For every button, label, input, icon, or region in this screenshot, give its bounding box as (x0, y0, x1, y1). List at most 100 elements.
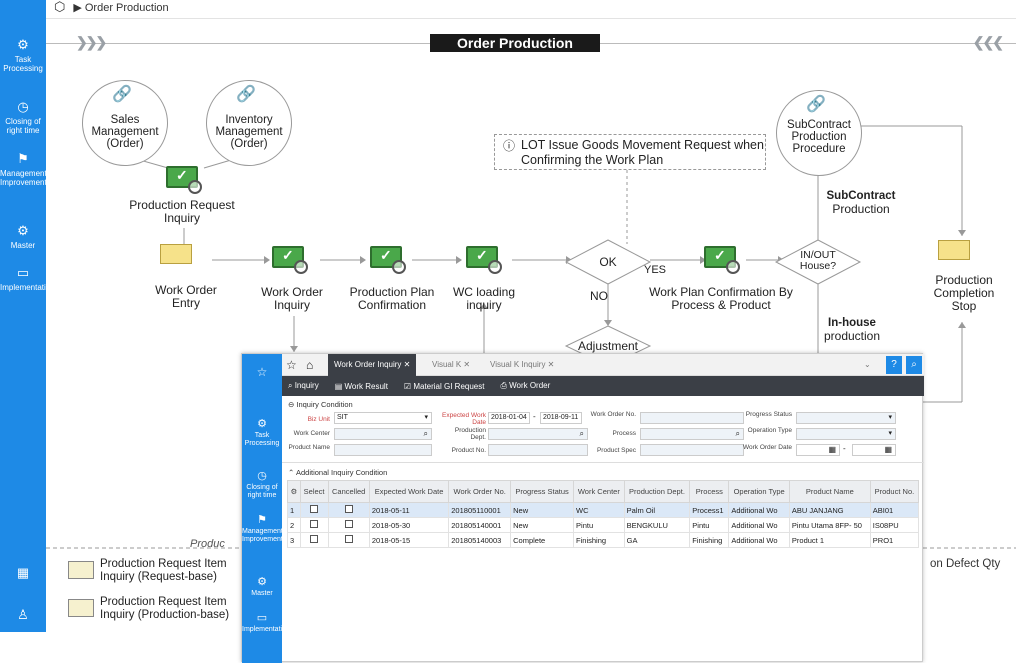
window-sidebar-implementation[interactable]: ▭Implementation (242, 612, 290, 633)
search-icon: ⌕ (579, 429, 584, 438)
table-row[interactable]: 2 2018-05-30 201805140001 New Pintu BENG… (287, 517, 920, 533)
monitor-check-icon (370, 246, 406, 276)
lot-issue-note: ⓘ LOT Issue Goods Movement Request when … (494, 134, 766, 170)
production-request-inquiry[interactable]: Production Request Inquiry (129, 198, 235, 225)
chevron-down-icon[interactable]: ⌄ (864, 360, 871, 369)
work-plan-confirmation[interactable]: Work Plan Confirmation By Process & Prod… (649, 285, 793, 312)
operation-type-select[interactable]: ▾ (796, 428, 896, 440)
monitor-icon: ▭ (16, 265, 30, 280)
work-order-no-field[interactable] (640, 412, 744, 424)
sidebar-item-management[interactable]: ⚑Management Improvement (0, 151, 47, 188)
product-no-label: Product No. (451, 447, 486, 454)
work-order-entry[interactable]: Work Order Entry (155, 283, 217, 310)
product-name-label: Product Name (288, 444, 330, 451)
home-icon[interactable]: ⌂ (306, 358, 314, 372)
sidebar-item-implementation[interactable]: ▭Implementation (0, 265, 55, 293)
inout-house-decision: IN/OUT House? (799, 249, 837, 272)
product-name-field[interactable] (334, 444, 432, 456)
col-select[interactable]: Select (299, 480, 329, 503)
production-dept-field[interactable]: ⌕ (488, 428, 588, 440)
star-icon[interactable]: ☆ (286, 358, 297, 372)
gear-icon: ⚙ (17, 37, 29, 52)
gear-badge-icon: ⚙ (17, 223, 29, 238)
window-sidebar-management[interactable]: ⚑Management Improvement (242, 514, 283, 543)
window-sidebar-master[interactable]: ⚙Master (242, 576, 282, 598)
work-order-date-to[interactable]: ▦ (852, 444, 896, 456)
inhouse-title: In-house (828, 317, 876, 329)
tab-work-order-inquiry[interactable]: Work Order Inquiry ✕ (328, 354, 417, 376)
grid-icon[interactable]: ▦ (16, 565, 30, 580)
cancelled-checkbox[interactable] (327, 517, 370, 533)
user-icon[interactable]: ♙ (17, 607, 29, 622)
inventory-management-node[interactable]: Inventory Management (Order) (206, 80, 292, 166)
wc-loading-inquiry[interactable]: WC loading inquiry (452, 285, 516, 312)
monitor-check-icon (704, 246, 740, 276)
cancelled-checkbox[interactable] (327, 502, 370, 518)
tab-visual-k-inquiry[interactable]: Visual K Inquiry ✕ (490, 360, 555, 369)
inquiry-button[interactable]: ⌕ Inquiry (288, 381, 319, 390)
work-order-inquiry[interactable]: Work Order Inquiry (261, 285, 323, 312)
tab-visual-k[interactable]: Visual K ✕ (432, 360, 471, 369)
col-process[interactable]: Process (689, 480, 730, 503)
breadcrumb: ⬡ ▶ Order Production (54, 0, 169, 14)
table-row[interactable]: 1 2018-05-11 201805110001 New WC Palm Oi… (287, 502, 920, 518)
col-work-center[interactable]: Work Center (573, 480, 625, 503)
production-dept-label: Production Dept. (454, 427, 486, 441)
chain-link-icon: 🔗 (806, 96, 826, 113)
work-center-label: Work Center (293, 430, 330, 437)
col-product-name[interactable]: Product Name (788, 480, 871, 503)
work-order-button[interactable]: ⎙ Work Order (500, 381, 551, 390)
work-center-field[interactable]: ⌕ (334, 428, 432, 440)
sidebar-item-closing[interactable]: ◷Closing of right time (0, 100, 46, 136)
work-order-no-label: Work Order No. (590, 411, 636, 418)
additional-condition-header[interactable]: ⌃ Additional Inquiry Condition (288, 468, 388, 477)
expected-work-date-label: Expected Work Date (442, 412, 486, 426)
col-operation-type[interactable]: Operation Type (728, 480, 790, 503)
date-from-field[interactable]: 2018-01-04 (488, 412, 530, 424)
cube-icon: ⬡ (54, 0, 66, 14)
sales-management-node[interactable]: Sales Management (Order) (82, 80, 168, 166)
search-icon: ⌕ (735, 429, 740, 438)
date-range-dash: - (843, 444, 846, 453)
progress-status-select[interactable]: ▾ (796, 412, 896, 424)
clock-icon: ◷ (257, 470, 267, 482)
date-range-dash: - (533, 412, 536, 421)
production-plan-confirmation[interactable]: Production Plan Confirmation (349, 285, 435, 312)
table-row[interactable]: 3 2018-05-15 201805140003 Complete Finis… (287, 532, 920, 548)
production-completion-stop[interactable]: Production Completion Stop (933, 273, 995, 313)
defect-qty-partial[interactable]: on Defect Qty (930, 558, 1001, 570)
subcontract-procedure-node[interactable]: SubContract Production Procedure (776, 90, 862, 176)
col-progress-status[interactable]: Progress Status (510, 480, 575, 503)
select-checkbox[interactable] (299, 532, 329, 548)
search-icon[interactable]: ⌕ (906, 356, 922, 374)
date-to-field[interactable]: 2018-09-11 (540, 412, 582, 424)
material-gi-request-button[interactable]: ☑ Material GI Request (403, 381, 485, 391)
monitor-check-icon (272, 246, 308, 276)
help-icon[interactable]: ? (886, 356, 902, 374)
settings-icon[interactable]: ⚙ (287, 480, 301, 503)
monitor-check-icon (166, 166, 202, 196)
window-sidebar-task[interactable]: ⚙Task Processing (242, 418, 282, 448)
divider (46, 18, 1016, 19)
sidebar-item-master[interactable]: ⚙Master (0, 223, 46, 251)
work-result-button[interactable]: ▤ Work Result (334, 381, 388, 391)
biz-unit-select[interactable]: SIT▾ (334, 412, 432, 424)
inquiry-condition-header[interactable]: ⊖ Inquiry Condition (288, 400, 353, 409)
window-sidebar-closing[interactable]: ◷Closing of right time (242, 470, 282, 500)
col-work-order-no[interactable]: Work Order No. (448, 480, 512, 503)
process-field[interactable]: ⌕ (640, 428, 744, 440)
product-no-field[interactable] (488, 444, 588, 456)
select-checkbox[interactable] (299, 517, 329, 533)
cancelled-checkbox[interactable] (327, 532, 370, 548)
product-spec-field[interactable] (640, 444, 744, 456)
col-product-no[interactable]: Product No. (869, 480, 920, 503)
yes-label: YES (643, 264, 666, 276)
sidebar-item-task-processing[interactable]: ⚙Task Processing (0, 37, 46, 74)
left-sidebar: ⚙Task Processing ◷Closing of right time … (0, 0, 55, 632)
select-checkbox[interactable] (299, 502, 329, 518)
star-icon[interactable]: ☆ (256, 365, 268, 379)
work-order-date-from[interactable]: ▦ (796, 444, 840, 456)
col-production-dept[interactable]: Production Dept. (623, 480, 691, 503)
col-expected-work-date[interactable]: Expected Work Date (368, 480, 450, 503)
col-cancelled[interactable]: Cancelled (327, 480, 370, 503)
